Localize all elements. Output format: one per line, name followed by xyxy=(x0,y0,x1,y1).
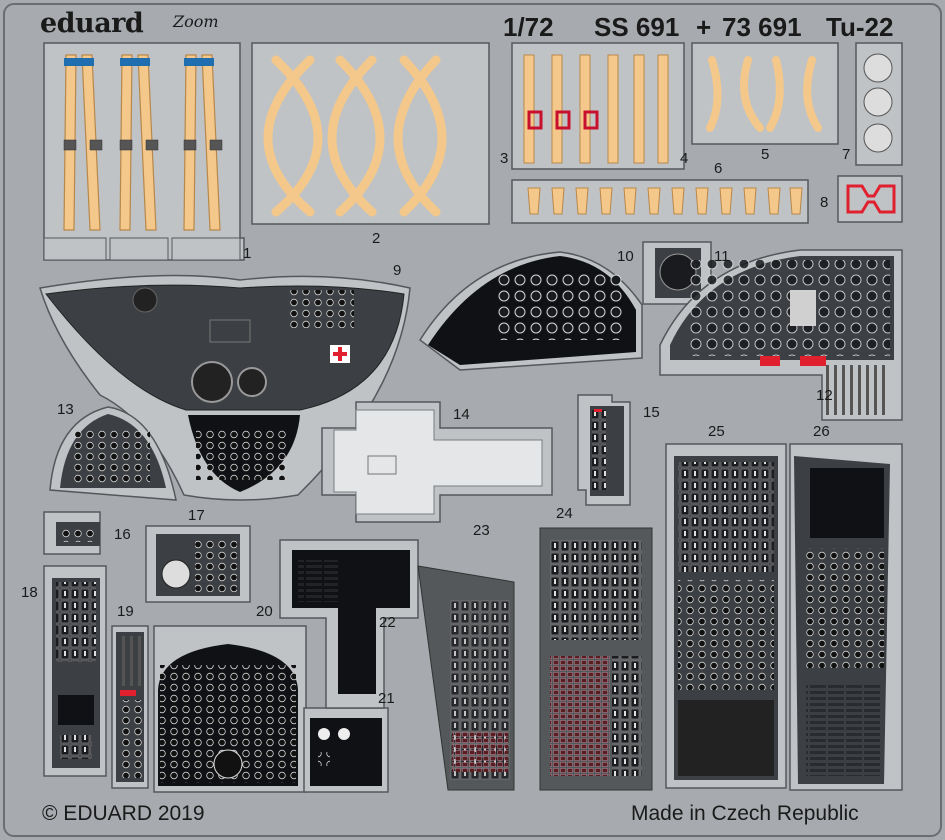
part-number-10: 10 xyxy=(617,248,634,265)
part-14-folded-box xyxy=(321,401,553,523)
part-number-26: 26 xyxy=(813,423,830,440)
part-5-shoulder-harness xyxy=(691,42,839,145)
part-number-2: 2 xyxy=(372,230,381,247)
part-number-23: 23 xyxy=(473,522,490,539)
part-2-harness xyxy=(251,42,490,225)
part-3-4-lap-belts xyxy=(511,42,685,170)
part-18-tall-panel xyxy=(43,565,107,777)
fret-border xyxy=(3,3,942,837)
part-1-seat-belts xyxy=(43,42,245,261)
part-number-24: 24 xyxy=(556,505,573,522)
part-number-16: 16 xyxy=(114,526,131,543)
part-26-right-panel xyxy=(789,443,903,791)
set-number-ss: SS 691 xyxy=(594,12,680,42)
part-22-t-panel xyxy=(279,539,419,709)
part-9-main-panel xyxy=(39,274,411,501)
part-21-box-panel xyxy=(303,707,389,793)
zoom-mark: Zoom xyxy=(173,12,219,31)
part-number-20: 20 xyxy=(256,603,273,620)
part-number-15: 15 xyxy=(643,404,660,421)
part-number-4: 4 xyxy=(680,150,689,167)
part-17-small-panel xyxy=(145,525,251,603)
part-15-console xyxy=(577,394,631,506)
part-number-25: 25 xyxy=(708,423,725,440)
part-number-22: 22 xyxy=(379,614,396,631)
part-number-8: 8 xyxy=(820,194,829,211)
part-number-3: 3 xyxy=(500,150,509,167)
part-23-slanted-panel xyxy=(417,565,515,791)
part-number-1: 1 xyxy=(243,245,252,262)
part-number-18: 18 xyxy=(21,584,38,601)
part-number-5: 5 xyxy=(761,146,770,163)
part-7-dials xyxy=(855,42,903,166)
part-13-dome-panel xyxy=(49,406,177,501)
part-number-21: 21 xyxy=(378,690,395,707)
part-number-7: 7 xyxy=(842,146,851,163)
scale-label: 1/72 xyxy=(503,12,554,42)
part-number-17: 17 xyxy=(188,507,205,524)
copyright-text: © EDUARD 2019 xyxy=(42,802,205,825)
model-name: Tu-22 xyxy=(826,12,894,42)
plus-sign: + xyxy=(696,12,712,42)
part-number-19: 19 xyxy=(117,603,134,620)
part-number-11: 11 xyxy=(714,248,730,265)
part-6-buckles xyxy=(511,179,809,224)
part-number-14: 14 xyxy=(453,406,470,423)
part-number-6: 6 xyxy=(714,160,723,177)
part-10-side-panel xyxy=(418,251,643,371)
part-number-12: 12 xyxy=(816,387,833,404)
set-number-73: 73 691 xyxy=(722,12,802,42)
part-number-13: 13 xyxy=(57,401,74,418)
part-25-right-console xyxy=(665,443,787,789)
part-19-narrow-panel xyxy=(111,625,149,789)
part-12-right-panel xyxy=(659,249,903,421)
origin-text: Made in Czech Republic xyxy=(631,802,859,825)
brand-logo: eduard xyxy=(40,8,144,39)
part-16-strip xyxy=(43,511,101,555)
part-number-9: 9 xyxy=(393,262,402,279)
part-24-center-console xyxy=(539,527,653,791)
part-20-cockpit-panel xyxy=(153,625,307,793)
part-8-red-bracket xyxy=(837,175,903,223)
